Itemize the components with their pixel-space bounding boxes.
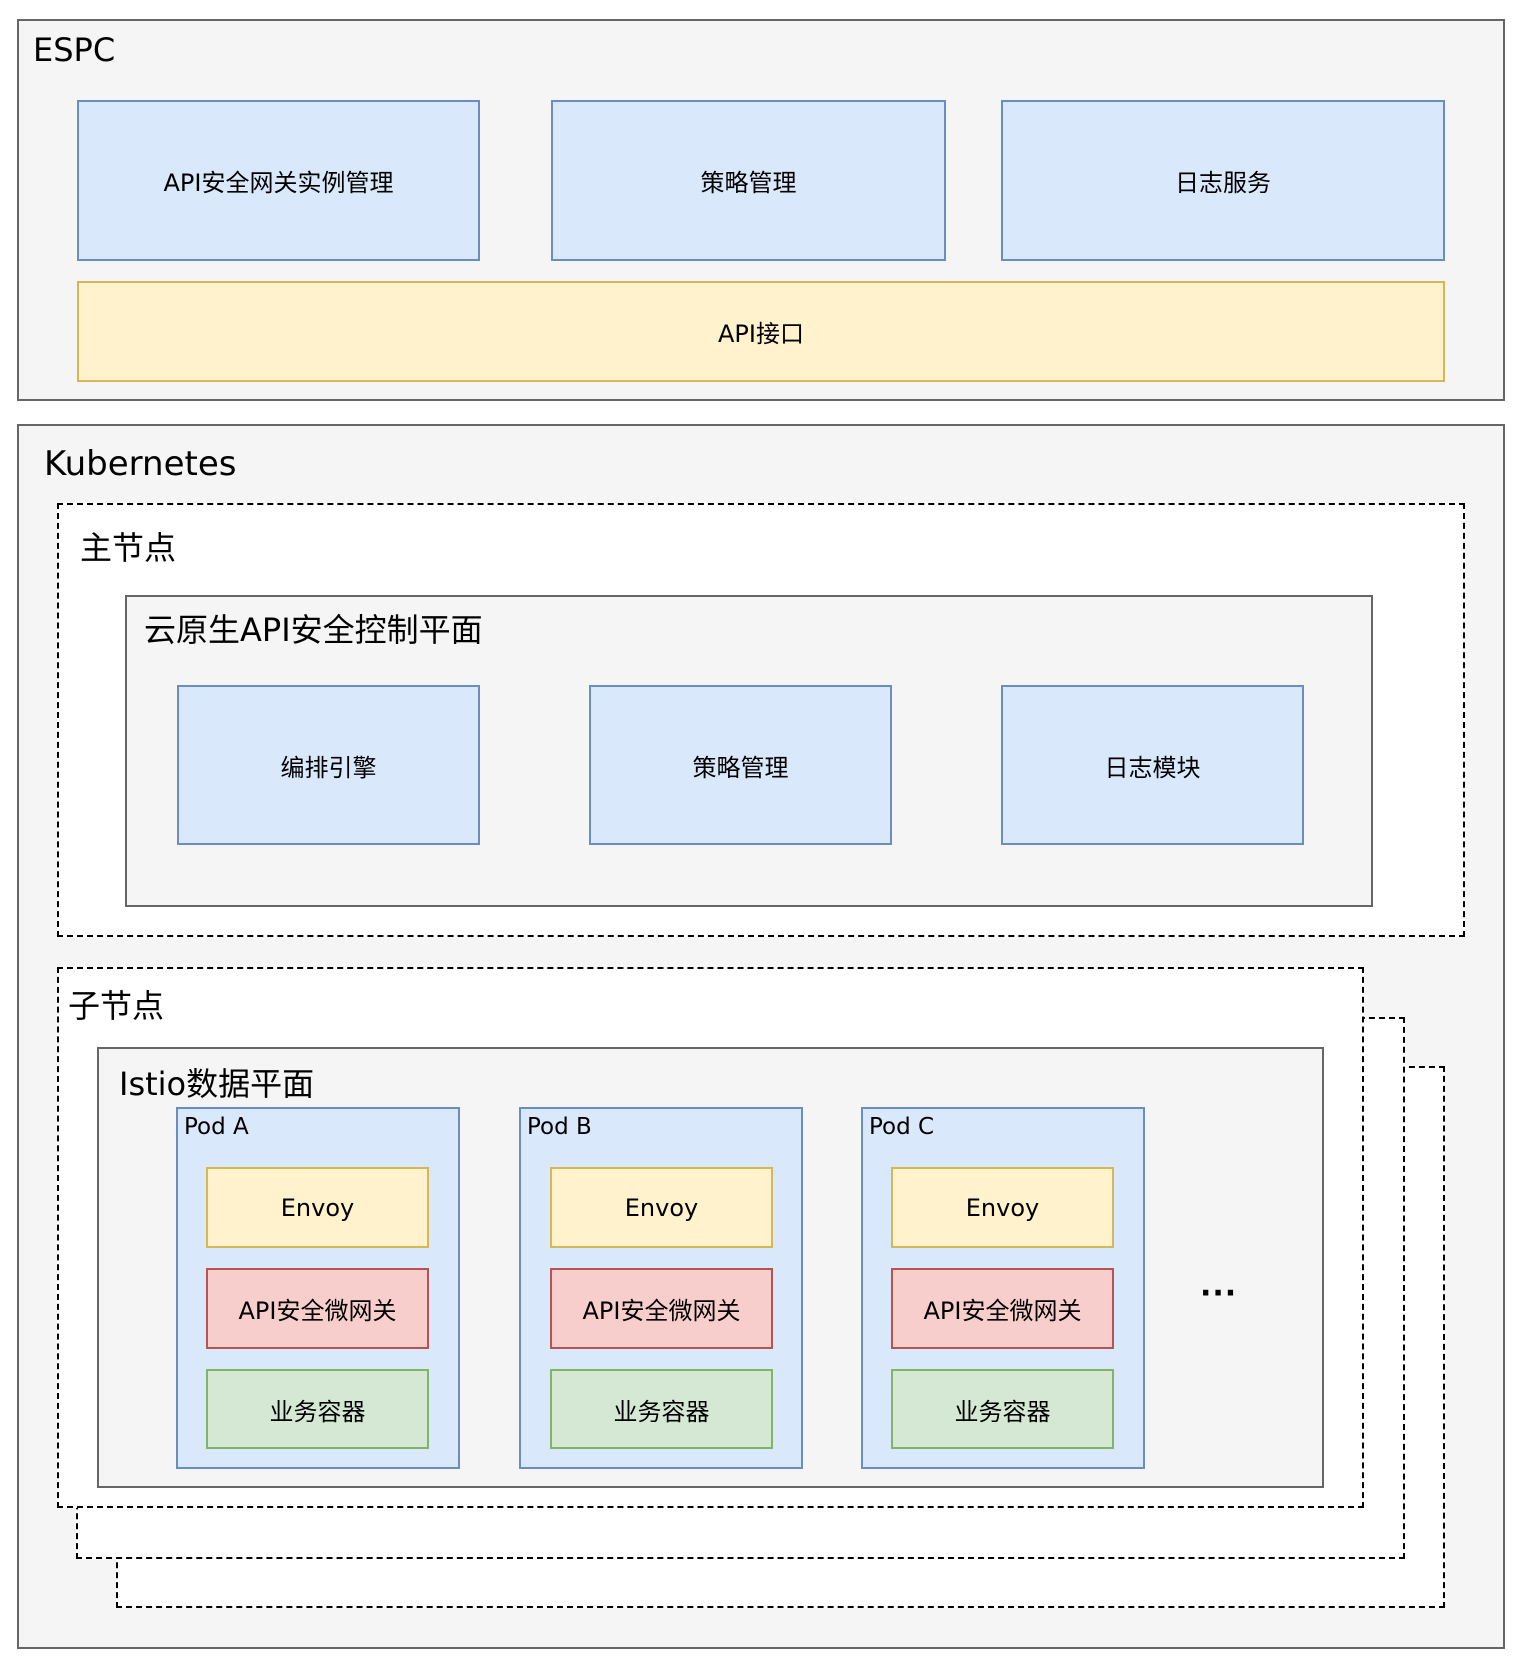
master-node-title: 主节点 (80, 529, 177, 567)
control-plane-title: 云原生API安全控制平面 (144, 611, 483, 649)
kubernetes-title: Kubernetes (44, 444, 237, 484)
pod-b-api-gateway: API安全微网关 (550, 1268, 773, 1349)
worker-node-title: 子节点 (68, 987, 165, 1025)
pod-a-title: Pod A (184, 1114, 249, 1140)
pod-a-api-gateway: API安全微网关 (206, 1268, 429, 1349)
pod-b-business-container: 业务容器 (550, 1369, 773, 1449)
pod-a-envoy: Envoy (206, 1167, 429, 1248)
espc-module-log-service: 日志服务 (1001, 100, 1445, 261)
control-plane-module-log: 日志模块 (1001, 685, 1304, 845)
espc-module-policy-management: 策略管理 (551, 100, 946, 261)
pod-b-envoy: Envoy (550, 1167, 773, 1248)
espc-module-instance-management: API安全网关实例管理 (77, 100, 480, 261)
espc-api-interface: API接口 (77, 281, 1445, 382)
more-pods-ellipsis: ··· (1200, 1276, 1238, 1311)
espc-title: ESPC (33, 31, 116, 69)
pod-c-business-container: 业务容器 (891, 1369, 1114, 1449)
pod-c-title: Pod C (869, 1114, 935, 1140)
control-plane-module-policy: 策略管理 (589, 685, 892, 845)
data-plane-title: Istio数据平面 (119, 1065, 315, 1103)
pod-a-business-container: 业务容器 (206, 1369, 429, 1449)
pod-c-api-gateway: API安全微网关 (891, 1268, 1114, 1349)
pod-b-title: Pod B (527, 1114, 592, 1140)
control-plane-module-orchestration: 编排引擎 (177, 685, 480, 845)
pod-c-envoy: Envoy (891, 1167, 1114, 1248)
